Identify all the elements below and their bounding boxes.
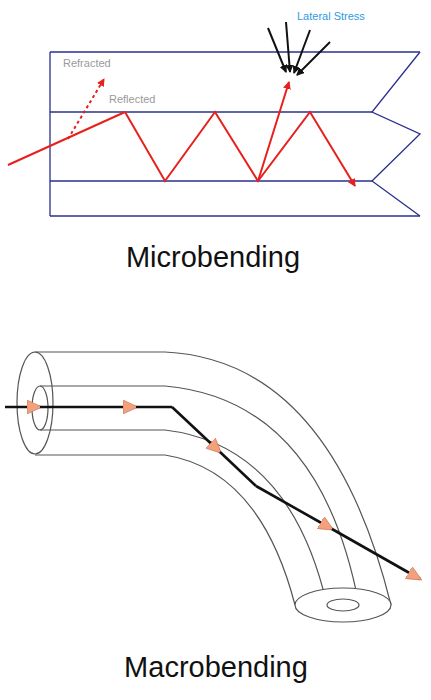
- refracted-label: Refracted: [62, 57, 112, 69]
- ray-path: [5, 407, 420, 579]
- light-rays: [8, 79, 355, 186]
- bent-fiber: [17, 352, 391, 622]
- fiber-segment: [50, 52, 420, 216]
- stress-label: Lateral Stress: [296, 10, 366, 22]
- caption-microbending: Microbending: [126, 242, 300, 274]
- reflected-label: Reflected: [108, 93, 156, 105]
- caption-macrobending: Macrobending: [124, 652, 308, 684]
- stress-arrows: [268, 22, 330, 75]
